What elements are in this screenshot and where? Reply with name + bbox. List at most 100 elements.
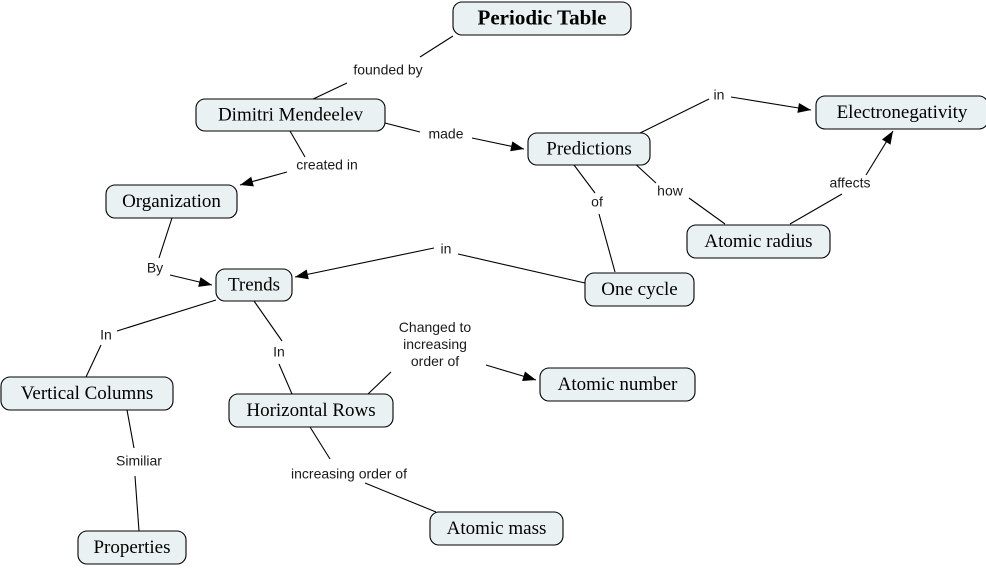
edge-label-halo: founded by bbox=[353, 62, 422, 78]
node-box[interactable] bbox=[815, 95, 986, 130]
edge-segment bbox=[289, 130, 306, 158]
edge-label-halo: in bbox=[714, 87, 725, 103]
edge-label-halo: increasing order of bbox=[291, 466, 407, 482]
edge-segment bbox=[419, 35, 454, 58]
edge-label: By bbox=[147, 260, 163, 276]
node-box[interactable] bbox=[429, 511, 564, 546]
arrowhead-icon bbox=[240, 176, 254, 187]
edge-label: created in bbox=[296, 157, 357, 173]
node-box[interactable] bbox=[195, 98, 386, 132]
node-organization[interactable]: Organization bbox=[105, 184, 238, 219]
node-atomic-number[interactable]: Atomic number bbox=[539, 367, 696, 402]
edge-label: founded by bbox=[353, 62, 422, 78]
node-label: Properties bbox=[93, 537, 170, 558]
node-box[interactable] bbox=[105, 184, 238, 219]
node-label: Organization bbox=[122, 191, 221, 212]
edge-label: In bbox=[273, 344, 285, 360]
node-predictions[interactable]: Predictions bbox=[527, 132, 651, 166]
edge-label-halo: Similiar bbox=[116, 453, 162, 469]
edge-segment bbox=[730, 96, 812, 111]
node-box[interactable] bbox=[539, 367, 696, 402]
edge-segment bbox=[573, 164, 596, 194]
edge-label: increasing order of bbox=[291, 466, 407, 482]
arrowhead-icon bbox=[522, 371, 536, 382]
edge-segment bbox=[789, 193, 843, 225]
edge-label-halo: of bbox=[591, 194, 603, 210]
edge-segment bbox=[126, 409, 135, 449]
arrowhead-icon bbox=[797, 102, 811, 113]
edge-segment bbox=[364, 482, 437, 513]
node-box[interactable] bbox=[0, 376, 174, 411]
node-box[interactable] bbox=[584, 272, 695, 307]
node-label: Vertical Columns bbox=[21, 383, 153, 404]
edge-segment bbox=[158, 217, 173, 259]
arrowhead-icon bbox=[198, 277, 212, 287]
node-box[interactable] bbox=[686, 224, 831, 259]
node-label: Horizontal Rows bbox=[246, 400, 375, 421]
edge-label-halo: made bbox=[428, 126, 463, 142]
node-label: Predictions bbox=[546, 138, 632, 159]
node-box[interactable] bbox=[527, 132, 651, 166]
node-label: Trends bbox=[228, 274, 280, 295]
edge-segment bbox=[85, 344, 102, 378]
edge-segment bbox=[457, 253, 586, 284]
node-periodic-table[interactable]: Periodic Table bbox=[452, 1, 632, 36]
edge-segment bbox=[278, 363, 293, 395]
edge-segment bbox=[134, 475, 140, 532]
arrowhead-icon bbox=[881, 131, 893, 145]
node-label: Atomic radius bbox=[704, 231, 812, 252]
node-box[interactable] bbox=[452, 1, 632, 36]
edge-label: in bbox=[441, 241, 452, 257]
edge-label: made bbox=[428, 126, 463, 142]
node-one-cycle[interactable]: One cycle bbox=[584, 272, 695, 307]
edge-segment bbox=[116, 299, 217, 332]
node-label: One cycle bbox=[601, 279, 677, 300]
node-properties[interactable]: Properties bbox=[77, 530, 187, 565]
edge-label: Similiar bbox=[116, 453, 162, 469]
node-label: Atomic number bbox=[558, 374, 678, 395]
edge-segment bbox=[310, 82, 348, 101]
edge-label: in bbox=[714, 87, 725, 103]
node-atomic-mass[interactable]: Atomic mass bbox=[429, 511, 564, 546]
edge-label: how bbox=[657, 183, 684, 199]
edge-label-halo: created in bbox=[296, 157, 357, 173]
node-label: Atomic mass bbox=[447, 518, 547, 539]
node-label: Dimitri Mendeelev bbox=[218, 104, 364, 125]
edge-segment bbox=[631, 98, 710, 138]
edge-label-halo: By bbox=[147, 260, 163, 276]
node-electronegativity[interactable]: Electronegativity bbox=[815, 95, 986, 130]
node-trends[interactable]: Trends bbox=[215, 268, 293, 302]
node-box[interactable] bbox=[77, 530, 187, 565]
edge-label-halo: how bbox=[657, 183, 684, 199]
edge-segment bbox=[309, 426, 331, 460]
node-vertical-columns[interactable]: Vertical Columns bbox=[0, 376, 174, 411]
node-horizontal-rows[interactable]: Horizontal Rows bbox=[228, 393, 394, 428]
node-dimitri-mendeelev[interactable]: Dimitri Mendeelev bbox=[195, 98, 386, 132]
edge-label-halo: in bbox=[441, 241, 452, 257]
node-atomic-radius[interactable]: Atomic radius bbox=[686, 224, 831, 259]
node-box[interactable] bbox=[228, 393, 394, 428]
edge-label: In bbox=[100, 327, 112, 343]
edge-segment bbox=[367, 371, 392, 395]
node-label: Electronegativity bbox=[837, 102, 968, 123]
edge-segment bbox=[598, 213, 616, 273]
edge-segment bbox=[384, 122, 421, 133]
node-box[interactable] bbox=[215, 268, 293, 302]
arrowhead-icon bbox=[295, 269, 309, 280]
